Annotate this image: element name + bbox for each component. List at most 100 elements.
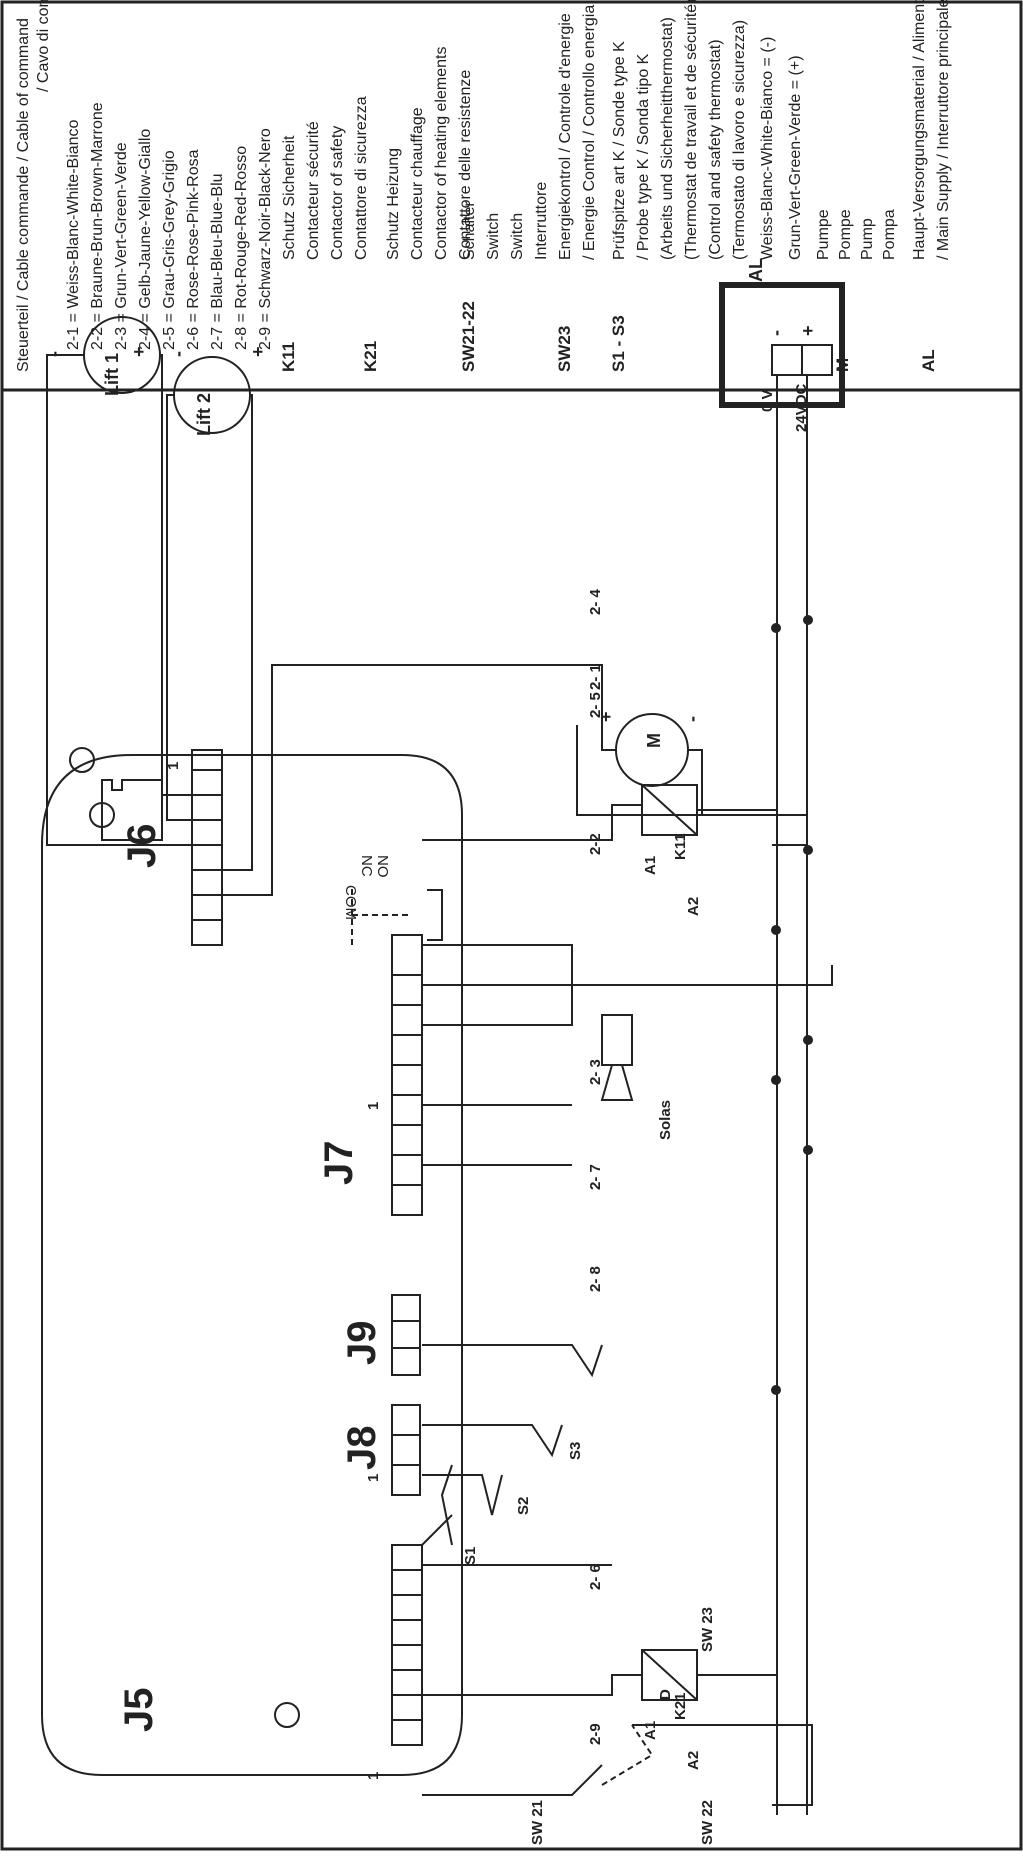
legend-wire-white: Weiss-Blanc-White-Bianco = (-)	[759, 37, 776, 260]
legend-k11-fr: Contacteur sécurité	[305, 121, 322, 260]
pcb-outline	[41, 754, 463, 1776]
label-j7: J7	[317, 1141, 361, 1186]
legend-k21-en: Contactor of heating elements	[433, 47, 450, 260]
label-k21-a2: A2	[685, 1751, 702, 1770]
legend-sw2122-de: Schalter	[461, 201, 478, 260]
label-lift1-plus: +	[129, 346, 149, 357]
label-motor-plus: +	[596, 711, 616, 722]
label-k21: K21	[672, 1692, 689, 1720]
j9-connector	[391, 1294, 421, 1376]
probe-s2	[422, 1424, 563, 1458]
legend-sw23-line1: Energiekontrol / Controle d'energie	[557, 13, 574, 260]
wire-j7-rail	[422, 965, 833, 986]
legend-s1s3-code: S1 - S3	[609, 315, 628, 372]
label-al-minus: -	[766, 330, 786, 336]
schematic	[41, 282, 845, 1815]
fuse-holder	[101, 779, 163, 841]
label-k11-a2: A2	[685, 897, 702, 916]
relay-contact	[351, 885, 412, 945]
legend-m-en: Pump	[859, 218, 876, 260]
j8-connector	[391, 1404, 421, 1496]
label-j5: J5	[117, 1688, 161, 1733]
legend-color-6: 2-6 = Rose-Rose-Pink-Rosa	[185, 149, 202, 350]
legend-s1s3-line1: Prüfspitze art K / Sonde type K	[611, 41, 628, 260]
label-term-2-4: 2- 4	[587, 588, 604, 615]
label-s2: S2	[515, 1497, 532, 1515]
label-term-2-5: 2- 5	[587, 692, 604, 718]
legend-cable-title-cont: / Cavo di comando	[35, 0, 52, 92]
j6-connector	[191, 749, 223, 946]
legend-color-2: 2-2 = Braune-Brun-Brown-Marrone	[89, 102, 106, 350]
legend-panel: Steuerteil / Cable commande / Cable of c…	[15, 0, 952, 372]
legend-color-5: 2-5 = Grau-Gris-Grey-Grigio	[161, 150, 178, 350]
solas-horn	[600, 1064, 634, 1101]
label-lift2-minus: -	[168, 351, 188, 357]
label-motor-minus: -	[682, 716, 702, 722]
label-j8-pin1: 1	[365, 1474, 382, 1482]
pump-wire-neg	[222, 664, 616, 896]
label-solas: Solas	[657, 1100, 674, 1140]
label-j6: J6	[120, 824, 164, 869]
label-no: NO	[374, 855, 391, 878]
legend-m-de: Pumpe	[815, 209, 832, 260]
label-motor: M	[644, 733, 664, 748]
legend-k21-it: Contattore delle resistenze	[457, 70, 474, 260]
legend-k11-code: K11	[279, 342, 298, 372]
label-0v: 0 V	[759, 389, 776, 412]
lift2-wire-neg	[166, 394, 192, 821]
legend-m-it: Pompa	[881, 209, 898, 260]
legend-k11-it: Contattore di sicurezza	[353, 96, 370, 260]
legend-s1s3-line4: (Thermostat de travail et de sécurité)	[683, 0, 700, 260]
label-term-2-8: 2- 8	[587, 1266, 604, 1292]
relay-contact-base	[427, 889, 443, 941]
label-term-2-1: 2- 1	[587, 664, 604, 690]
legend-color-7: 2-7 = Blau-Bleu-Blue-Blu	[209, 173, 226, 350]
legend-s1s3-line2: / Probe type K / Sonda tipo K	[635, 53, 652, 260]
legend-al-code: AL	[919, 349, 938, 372]
legend-m-fr: Pompe	[837, 209, 854, 260]
legend-al-line1: Haupt-Versorgungsmaterial / Alimentation	[911, 0, 928, 260]
legend-k21-code: K21	[361, 341, 380, 372]
label-j8: J8	[340, 1426, 384, 1471]
label-j6-pin1: 1	[165, 762, 182, 770]
legend-al-line2: / Main Supply / Interruttore principale	[935, 0, 952, 260]
label-j9: J9	[340, 1321, 384, 1366]
label-term-2-6: 2- 6	[587, 1564, 604, 1590]
label-k21-d: D	[657, 1689, 674, 1700]
legend-k11-en: Contactor of safety	[329, 126, 346, 260]
label-j5-pin1: 1	[365, 1772, 382, 1780]
legend-sw23-line2: / Energie Control / Controllo energia	[581, 5, 598, 260]
mount-hole-2	[69, 747, 95, 773]
label-com: COM	[342, 885, 359, 920]
legend-sw2122-it: Interruttore	[533, 182, 550, 260]
legend-color-4: 2-4 = Gelb-Jaune-Yellow-Giallo	[137, 129, 154, 350]
lift2-wire-pos	[222, 394, 253, 871]
label-sw22: SW 22	[699, 1800, 716, 1845]
legend-color-9: 2-9 = Schwarz-Noir-Black-Nero	[257, 128, 274, 350]
label-k11: K11	[672, 833, 689, 860]
sw22-path	[601, 1724, 654, 1786]
legend-sw2122-en: Switch	[509, 213, 526, 260]
label-al-box: AL	[746, 258, 766, 282]
label-sw21: SW 21	[529, 1800, 546, 1845]
legend-color-8: 2-8 = Rot-Rouge-Red-Rosso	[233, 146, 250, 350]
label-term-2-9: 2-9	[587, 1723, 604, 1745]
label-s1: S1	[462, 1547, 479, 1565]
label-lift2-plus: +	[248, 346, 268, 357]
lift1-wire-pos	[160, 354, 192, 796]
legend-s1s3-line5: (Control and safety thermostat)	[707, 39, 724, 260]
legend-wire-green: Grun-Vert-Green-Verde = (+)	[787, 55, 804, 260]
legend-s1s3-line3: (Arbeits und Sicherheitthermostat)	[659, 17, 676, 260]
label-nc: NC	[358, 855, 375, 877]
k21-a1-wire	[422, 1674, 642, 1696]
junction-dots	[771, 615, 813, 1395]
label-lift2: Lift 2	[194, 393, 214, 436]
legend-k21-fr: Contacteur chauffage	[409, 107, 426, 260]
probe-s1	[422, 1474, 503, 1516]
sw21-path	[422, 1764, 603, 1796]
probe-s3	[422, 1344, 603, 1378]
legend-sw2122-fr: Switch	[485, 213, 502, 260]
legend-k11-de: Schutz Sicherheit	[281, 135, 298, 260]
legend-sw2122-code: SW21-22	[459, 301, 478, 372]
